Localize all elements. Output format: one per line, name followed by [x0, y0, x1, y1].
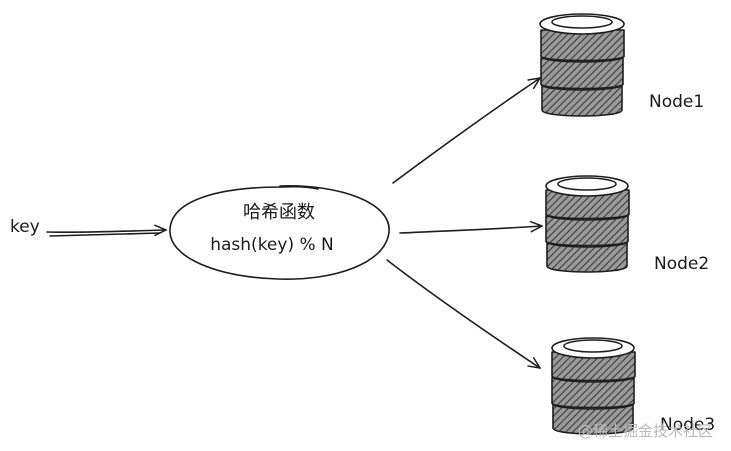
arrow-to-node3	[386, 259, 541, 369]
node2-database-icon	[545, 175, 630, 273]
key-label: key	[10, 217, 40, 237]
arrow-to-node1	[392, 77, 541, 184]
node3-label: Node3	[660, 415, 715, 435]
key-arrow-sketch-line	[49, 232, 161, 237]
node1-label: Node1	[649, 92, 704, 112]
node3-database-icon	[551, 337, 636, 435]
node2-label: Node2	[654, 254, 709, 274]
key-arrow	[46, 224, 167, 237]
arrow-to-node2	[399, 220, 543, 234]
hash-function-title: 哈希函数	[243, 202, 315, 223]
node1-database-icon	[539, 13, 625, 117]
watermark: @稀土掘金技术社区	[578, 422, 713, 440]
hash-function-ellipse	[169, 185, 390, 280]
hash-function-formula: hash(key) % N	[210, 235, 334, 255]
